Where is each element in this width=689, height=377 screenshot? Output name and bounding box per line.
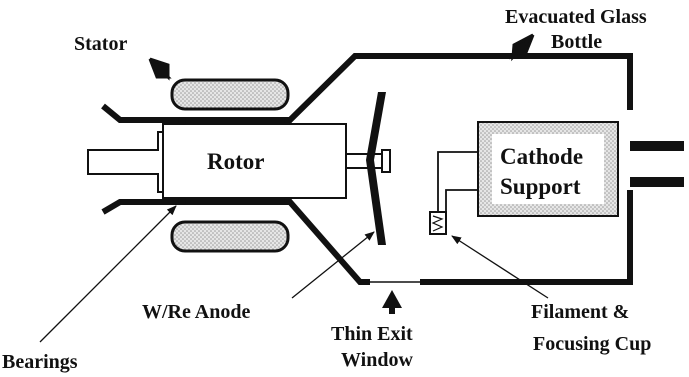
rotor-body bbox=[162, 123, 347, 199]
stator-coil-top bbox=[170, 78, 290, 111]
label-window-line2: Window bbox=[341, 349, 413, 371]
label-rotor: Rotor bbox=[207, 149, 264, 174]
bearing bbox=[178, 117, 186, 125]
bearing bbox=[284, 197, 292, 205]
label-cathode-line2: Support bbox=[500, 174, 581, 199]
bearing bbox=[178, 197, 186, 205]
label-cathode-line1: Cathode bbox=[500, 144, 583, 169]
label-glass-line1: Evacuated Glass bbox=[505, 6, 647, 28]
anode-leader bbox=[291, 231, 375, 299]
glass-pointer-arrow bbox=[508, 33, 535, 62]
label-bearings: Bearings bbox=[2, 351, 78, 373]
label-stator: Stator bbox=[74, 33, 127, 55]
label-window-line1: Thin Exit bbox=[331, 323, 413, 345]
window-pointer-arrow bbox=[382, 290, 402, 308]
filament-leader bbox=[451, 235, 549, 299]
stator-pointer-arrow bbox=[148, 57, 172, 81]
anode-disc bbox=[366, 92, 386, 245]
label-filament-line2: Focusing Cup bbox=[533, 333, 651, 355]
stator-coil-bottom bbox=[170, 220, 290, 253]
anode-stem bbox=[345, 153, 383, 169]
filament-wires bbox=[437, 151, 478, 213]
glass-envelope bbox=[101, 53, 633, 285]
focusing-cup bbox=[429, 211, 447, 235]
label-anode: W/Re Anode bbox=[142, 301, 250, 323]
bearings bbox=[178, 117, 292, 205]
bearing bbox=[284, 117, 292, 125]
bearings-leader bbox=[39, 205, 177, 343]
filament-coil bbox=[431, 215, 444, 232]
label-glass-line2: Bottle bbox=[551, 31, 602, 53]
label-filament-line1: Filament & bbox=[531, 301, 629, 323]
